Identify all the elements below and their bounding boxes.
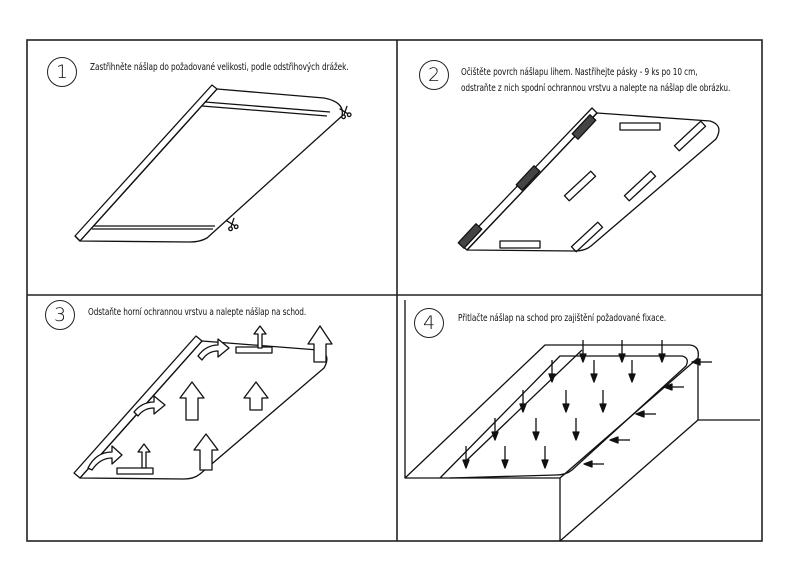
panel-1-drawing xyxy=(74,84,352,243)
scissors-icon xyxy=(226,217,239,232)
step-4-caption: Přitlačte nášlap na schod pro zajištění … xyxy=(458,313,667,324)
step-2-number: 2 xyxy=(419,60,449,90)
stair-nosing-plate xyxy=(466,112,720,252)
arrow-icon xyxy=(583,358,712,468)
tape-strip xyxy=(623,170,657,202)
arrow-icon xyxy=(133,395,166,417)
panel-2-drawing xyxy=(457,107,720,253)
tape-strip xyxy=(515,165,541,191)
panel-3-drawing xyxy=(73,325,333,480)
stair-step xyxy=(404,344,699,479)
tape-strip xyxy=(116,467,154,475)
step-2-caption-line1: Očištěte povrch nášlapu lihem. Nastřihej… xyxy=(461,67,698,78)
tape-strip xyxy=(619,122,661,131)
step-1-caption: Zastřihněte nášlap do požadované velikos… xyxy=(90,62,349,73)
tape-strip xyxy=(570,221,604,253)
step-4-number: 4 xyxy=(414,308,444,338)
arrow-icon xyxy=(197,338,230,361)
step-1-number: 1 xyxy=(47,57,77,87)
panel-grid xyxy=(26,39,763,542)
tape-strip xyxy=(499,240,541,249)
step-3-caption: Odstaňte horní ochrannou vrstvu a nalept… xyxy=(88,307,307,318)
cut-groove-top xyxy=(204,101,331,113)
arrow-icon xyxy=(179,381,205,421)
tape-strip xyxy=(235,346,273,354)
tape-strip xyxy=(457,223,483,249)
panel-4-drawing xyxy=(404,300,760,542)
scissors-icon xyxy=(339,105,352,120)
arrow-icon xyxy=(462,340,666,469)
tape-strip xyxy=(563,170,597,202)
step-3-number: 3 xyxy=(45,300,75,330)
arrow-icon xyxy=(243,381,269,411)
tape-strip xyxy=(571,114,597,140)
arrow-icon xyxy=(87,445,123,471)
stair-nosing-plate xyxy=(79,88,344,243)
arrow-icon xyxy=(307,325,333,363)
step-2-caption-line2: odstraňte z nich spodní ochrannou vrstvu… xyxy=(461,83,731,94)
arrow-icon xyxy=(193,433,219,471)
tape-strip xyxy=(673,120,707,152)
